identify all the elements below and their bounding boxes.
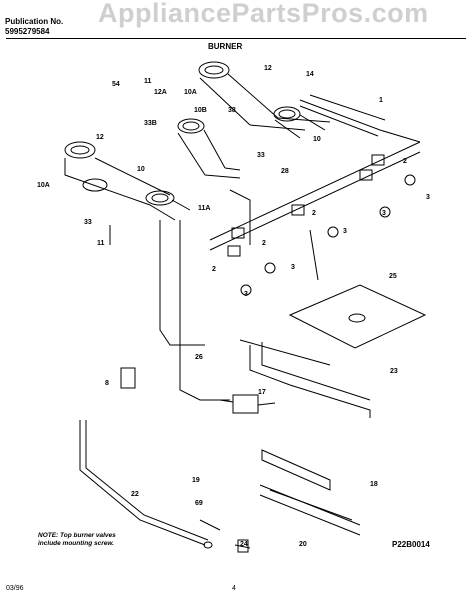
oven-burner-tube — [239, 339, 371, 418]
callout-10-left: 10 — [137, 166, 145, 173]
callout-24: 24 — [240, 541, 248, 548]
footer-page-number: 4 — [232, 585, 236, 592]
callout-69: 69 — [195, 500, 203, 507]
safety-valve — [219, 394, 276, 414]
callout-11a: 11A — [198, 205, 211, 212]
header-rule — [6, 38, 466, 39]
callout-10a-left: 10A — [37, 182, 50, 189]
callout-1: 1 — [379, 97, 383, 104]
callout-2-c: 2 — [262, 240, 266, 247]
valves — [227, 154, 416, 296]
callout-23: 23 — [390, 368, 398, 375]
callout-2-a: 2 — [403, 158, 407, 165]
orifice-fittings — [199, 519, 251, 553]
footer-date: 03/96 — [6, 585, 24, 592]
callout-2-d: 2 — [212, 266, 216, 273]
callout-10a-top: 10A — [184, 89, 197, 96]
note-line-1: NOTE: Top burner valves — [38, 532, 116, 539]
callout-38: 38 — [228, 107, 236, 114]
callout-19: 19 — [192, 477, 200, 484]
callout-8: 8 — [105, 380, 109, 387]
section-title: BURNER — [208, 42, 243, 51]
callout-12-left: 12 — [96, 134, 104, 141]
gas-tubes — [109, 189, 319, 401]
callout-25: 25 — [389, 273, 397, 280]
callout-28: 28 — [281, 168, 289, 175]
callout-14: 14 — [306, 71, 314, 78]
callout-22: 22 — [131, 491, 139, 498]
gas-line — [79, 420, 209, 546]
burner-tubes-top — [177, 61, 331, 179]
callout-10b: 10B — [194, 107, 207, 114]
callout-3-e: 3 — [244, 291, 248, 298]
ignitor — [120, 367, 136, 389]
manifold-pipe — [209, 94, 421, 251]
callout-3-a: 3 — [426, 194, 430, 201]
diagram-code: P22B0014 — [392, 540, 430, 549]
callout-3-d: 3 — [291, 264, 295, 271]
publication-label: Publication No. — [5, 17, 64, 26]
callout-20: 20 — [299, 541, 307, 548]
callout-33-mid: 33 — [257, 152, 265, 159]
callout-3-b: 3 — [382, 210, 386, 217]
callout-33b: 33B — [144, 120, 157, 127]
callout-2-b: 2 — [312, 210, 316, 217]
callout-10-top: 10 — [313, 136, 321, 143]
callout-12-top: 12 — [264, 65, 272, 72]
callout-12a: 12A — [154, 89, 167, 96]
callout-33-left: 33 — [84, 219, 92, 226]
callout-11-left: 11 — [97, 240, 105, 247]
callout-17: 17 — [258, 389, 266, 396]
watermark-text: AppliancePartsPros.com — [98, 0, 429, 28]
heat-shield-plate — [288, 284, 427, 349]
callout-26: 26 — [195, 354, 203, 361]
callout-18: 18 — [370, 481, 378, 488]
broiler-burner — [259, 449, 361, 536]
callout-11: 11 — [144, 78, 152, 85]
publication-number: 5995279584 — [5, 27, 50, 36]
callout-3-c: 3 — [343, 228, 347, 235]
burner-tubes-front-left — [64, 141, 191, 221]
callout-54: 54 — [112, 81, 120, 88]
note-line-2: include mounting screw. — [38, 540, 114, 547]
